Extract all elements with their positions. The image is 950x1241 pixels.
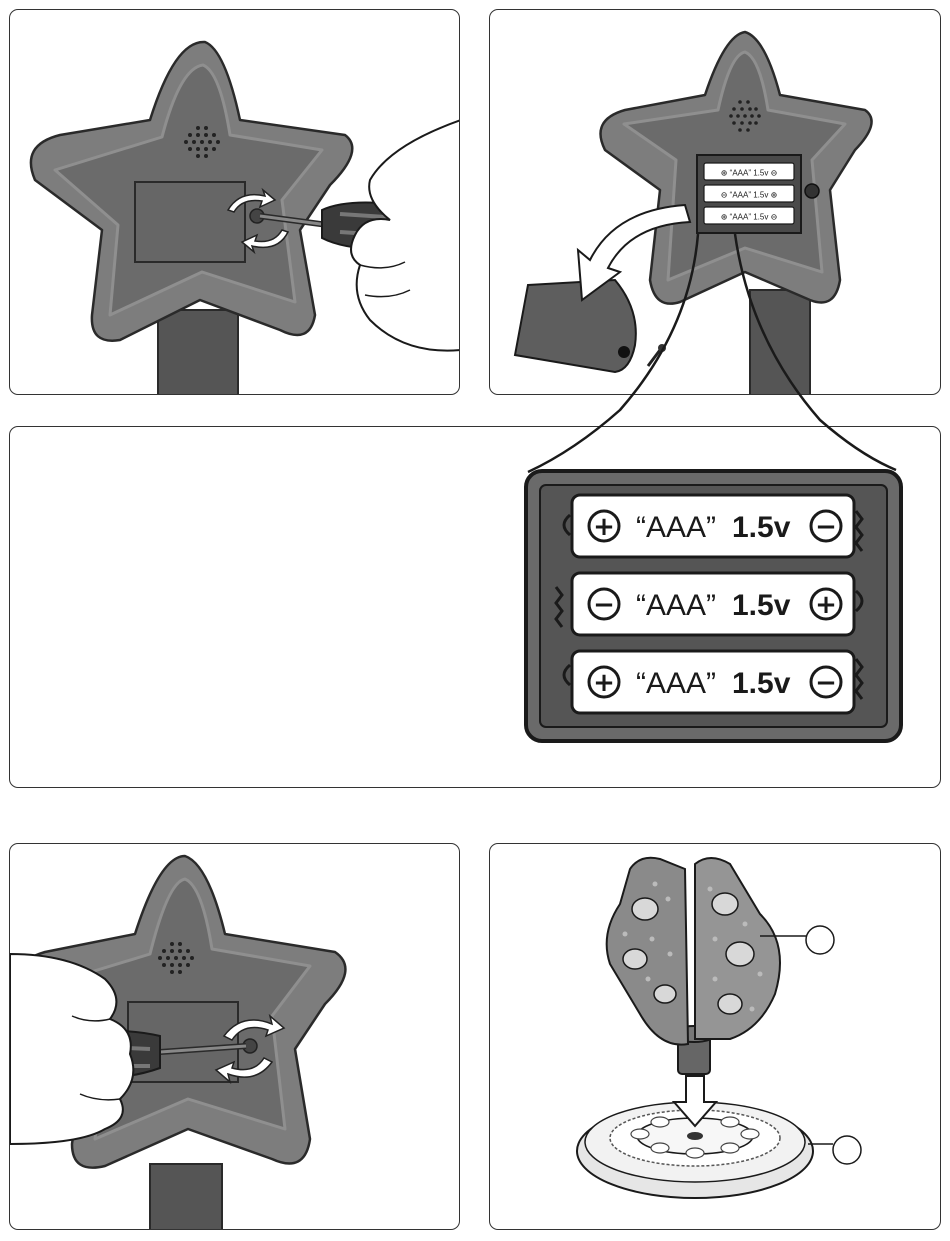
step-attach-base-illustration	[490, 844, 941, 1230]
polarity-sign: −	[815, 668, 837, 698]
battery-voltage-label: 1.5v	[732, 589, 791, 622]
stand-stem	[150, 1164, 222, 1230]
small-cell-label: ⊖ “AAA” 1.5v ⊕	[721, 191, 778, 200]
tree-left-half	[607, 858, 688, 1045]
battery-voltage-label: 1.5v	[732, 667, 791, 700]
screw-icon	[648, 344, 666, 366]
callout-circle	[806, 926, 834, 954]
polarity-sign: −	[593, 590, 615, 620]
small-cell-label: ⊕ “AAA” 1.5v ⊖	[721, 169, 778, 178]
step-attach-base-panel	[489, 843, 941, 1230]
battery-type-label: “AAA”	[636, 589, 716, 622]
callout-circle	[833, 1136, 861, 1164]
stand-stem	[750, 290, 810, 395]
hand-icon	[351, 120, 460, 351]
step-replace-screw-illustration	[10, 844, 460, 1230]
step-replace-screw-panel	[9, 843, 460, 1230]
battery-orientation-panel: + − − + + − “AAA” 1.5v “AAA” 1.5v “AAA” …	[9, 426, 941, 788]
polarity-sign: +	[593, 668, 615, 698]
screw-hole	[805, 184, 819, 198]
battery-door[interactable]	[135, 182, 245, 262]
step-open-compartment-illustration: ⊕ “AAA” 1.5v ⊖ ⊖ “AAA” 1.5v ⊕ ⊕ “AAA” 1.…	[490, 10, 941, 395]
step-open-compartment-panel: ⊕ “AAA” 1.5v ⊖ ⊖ “AAA” 1.5v ⊕ ⊕ “AAA” 1.…	[489, 9, 941, 395]
polarity-sign: +	[593, 512, 615, 542]
step-remove-screw-illustration	[10, 10, 460, 395]
small-cell-label: ⊕ “AAA” 1.5v ⊖	[721, 213, 778, 222]
stand-stem	[158, 310, 238, 395]
polarity-sign: +	[815, 590, 837, 620]
door-screw-hole	[618, 346, 630, 358]
step-remove-screw-panel	[9, 9, 460, 395]
polarity-sign: −	[815, 512, 837, 542]
battery-type-label: “AAA”	[636, 511, 716, 544]
battery-compartment-detail: + − − + + − “AAA” 1.5v “AAA” 1.5v “AAA” …	[10, 427, 941, 788]
battery-voltage-label: 1.5v	[732, 511, 791, 544]
battery-type-label: “AAA”	[636, 667, 716, 700]
removed-battery-door	[515, 280, 636, 372]
